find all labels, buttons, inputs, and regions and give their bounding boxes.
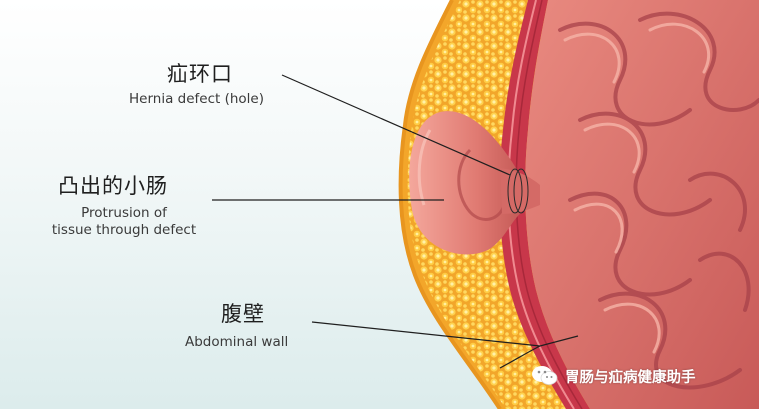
wechat-icon: [532, 366, 558, 385]
watermark-text: 胃肠与疝病健康助手: [565, 369, 696, 386]
watermark: 胃肠与疝病健康助手: [531, 364, 696, 388]
protrusion-label-zh: 凸出的小肠: [58, 174, 168, 198]
hernia-neck: [500, 168, 540, 214]
abdominal-wall-label-en: Abdominal wall: [185, 334, 289, 350]
protrusion-label-en-line1: Protrusion of: [81, 205, 167, 221]
hernia-defect-label-zh: 疝环口: [167, 62, 233, 86]
abdominal-wall-label-zh: 腹壁: [221, 302, 265, 326]
skin-edge: [398, 0, 502, 409]
hernia-defect-leader: [281, 74, 511, 176]
protrusion-label-en-line2: tissue through defect: [51, 222, 197, 238]
hernia-defect-label-en: Hernia defect (hole): [129, 91, 264, 107]
defect-ring: [507, 168, 529, 214]
